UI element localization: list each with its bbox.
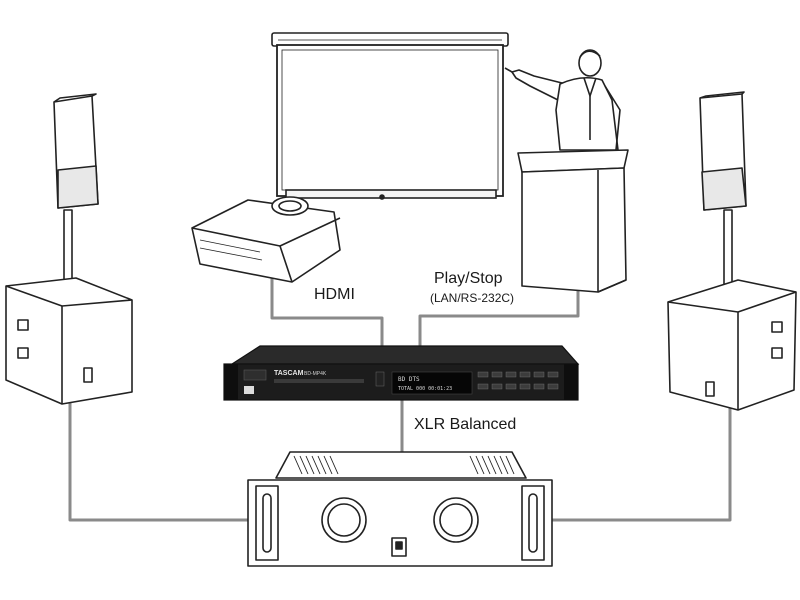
projector <box>191 196 341 283</box>
right-subwoofer <box>667 279 797 411</box>
player-top <box>229 345 580 365</box>
xlr-balanced-label: XLR Balanced <box>414 416 517 433</box>
right-satellite-speaker <box>699 91 747 301</box>
left-satellite-speaker <box>53 93 99 301</box>
player-transport-buttons <box>477 371 559 390</box>
right-speaker-cable <box>546 404 732 522</box>
projection-screen <box>271 32 509 200</box>
power-amplifier <box>247 451 553 567</box>
lan-cable <box>418 288 580 356</box>
left-subwoofer <box>5 277 133 405</box>
hdmi-label: HDMI <box>314 286 355 303</box>
hdmi-cable <box>270 272 384 356</box>
lan-rs232c-label: (LAN/RS-232C) <box>430 291 515 305</box>
cables <box>68 272 732 522</box>
presenter <box>504 49 621 151</box>
podium <box>517 149 629 293</box>
play-stop-label: Play/Stop <box>434 270 503 287</box>
left-speaker-cable <box>68 400 252 522</box>
player-display <box>391 371 473 395</box>
player-brand: TASCAM <box>274 370 304 377</box>
display-line-2: TOTAL 000 00:01:23 <box>398 386 452 392</box>
display-line-1: BD DTS <box>398 376 420 383</box>
player-model: BD-MP4K <box>304 371 327 377</box>
media-player: TASCAM BD-MP4K BD DTS TOTAL 000 00:01:23 <box>223 345 580 401</box>
